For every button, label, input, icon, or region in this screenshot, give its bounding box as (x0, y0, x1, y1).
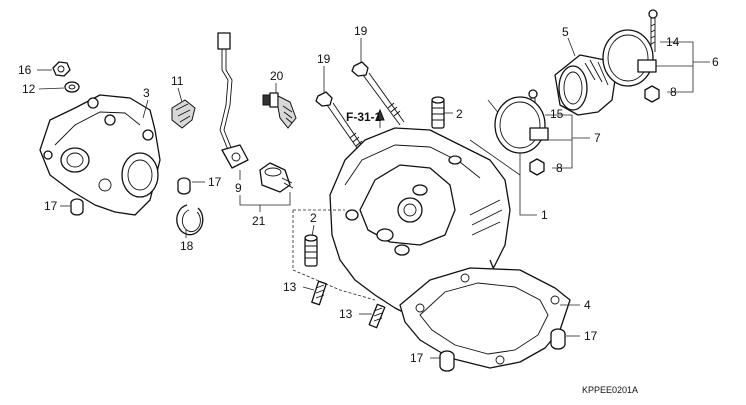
part-13-stud-b (368, 303, 386, 329)
part-2-stud-lower (304, 234, 318, 267)
part-17-plug-d (439, 350, 455, 372)
callout-17-c: 17 (584, 329, 598, 343)
callout-13-a: 13 (283, 280, 297, 294)
part-17-plug-c (550, 328, 566, 350)
part-16-nut (52, 61, 71, 77)
callout-3: 3 (143, 86, 150, 100)
callout-19-a: 19 (317, 52, 331, 66)
callout-16: 16 (18, 63, 32, 77)
part-18-snap-ring (176, 204, 204, 236)
part-2-stud-upper (431, 96, 445, 129)
part-3-housing (39, 94, 161, 216)
callout-15: 15 (550, 107, 564, 121)
section-ref: F-31-1 (346, 110, 382, 124)
callout-8-b: 8 (670, 85, 677, 99)
callout-9: 9 (235, 181, 242, 195)
callout-14: 14 (666, 35, 680, 49)
callout-2-b: 2 (310, 211, 317, 225)
part-17-plug-a (177, 177, 191, 195)
callout-20: 20 (270, 69, 284, 83)
callout-19-b: 19 (354, 24, 368, 38)
callout-8-a: 8 (556, 161, 563, 175)
part-12-washer (64, 81, 80, 93)
callout-13-b: 13 (339, 307, 353, 321)
callout-1: 1 (541, 208, 548, 222)
callout-6: 6 (712, 55, 719, 69)
part-4-gasket (399, 267, 571, 369)
callout-2-a: 2 (456, 107, 463, 121)
callout-5: 5 (562, 25, 569, 39)
callout-17-b: 17 (44, 199, 58, 213)
callout-17-d: 17 (410, 351, 424, 365)
callout-21: 21 (252, 214, 266, 228)
part-6-clamp (602, 29, 657, 87)
part-13-stud-a (311, 280, 327, 306)
part-9-sensor (217, 32, 249, 169)
part-20-plug (262, 92, 297, 129)
callout-4: 4 (584, 298, 591, 312)
callout-11: 11 (171, 74, 184, 88)
callout-12: 12 (22, 82, 36, 96)
part-21-sensor (259, 162, 294, 193)
callout-17-a: 17 (208, 175, 222, 189)
part-11-bracket (171, 99, 196, 129)
part-8-nut-lower (529, 158, 545, 176)
part-7-clamp (494, 96, 549, 154)
part-5-insulator (554, 54, 616, 116)
callout-7: 7 (594, 131, 601, 145)
drawing-code: KPPEE0201A (582, 385, 638, 395)
part-19-bolt-right (351, 61, 405, 126)
part-17-plug-b (70, 198, 84, 216)
part-8-nut-upper (644, 85, 660, 103)
callout-18: 18 (180, 239, 194, 253)
